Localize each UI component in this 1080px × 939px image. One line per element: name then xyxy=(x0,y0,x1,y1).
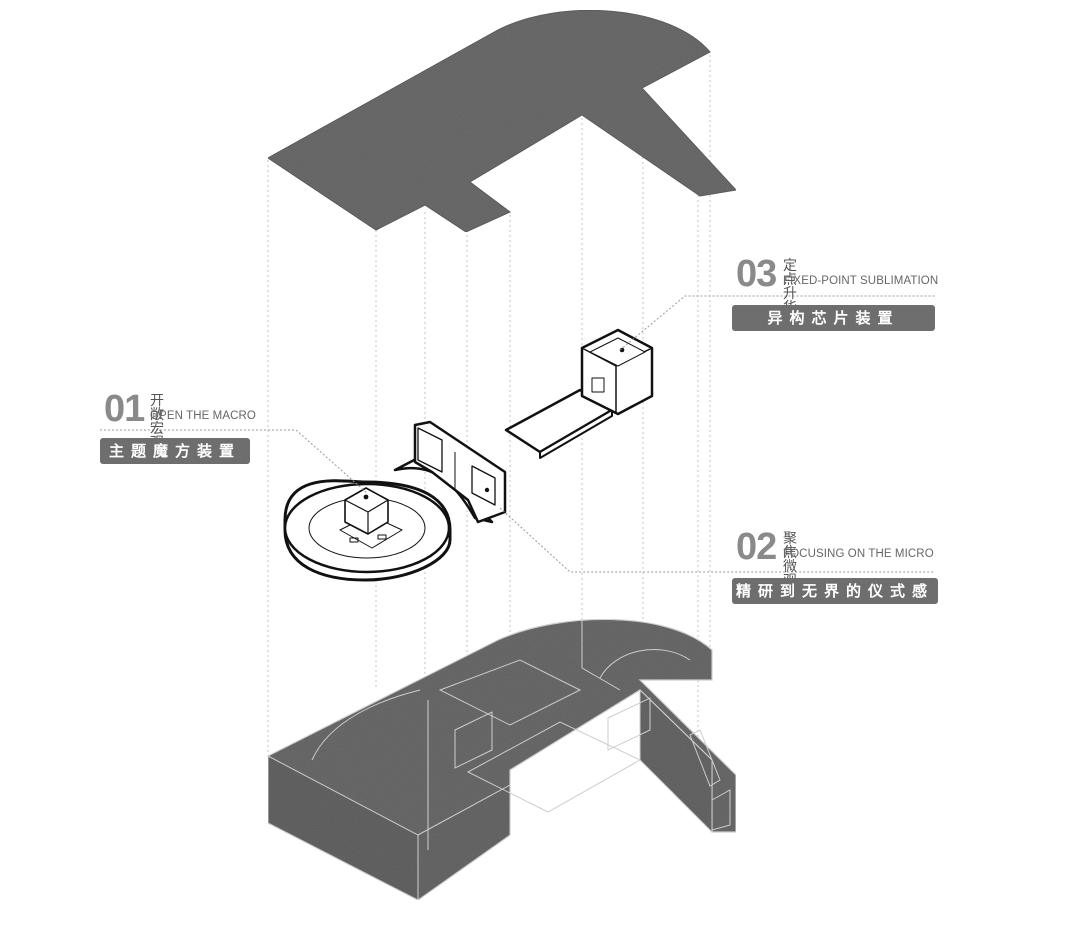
roof-slab xyxy=(267,9,737,233)
annotation-title-cn: 聚焦微观 xyxy=(783,531,797,588)
disc-platform xyxy=(283,479,452,582)
leader-lines xyxy=(100,295,935,573)
annotation-title-en: FIXED-POINT SUBLIMATION xyxy=(783,275,939,287)
annotation-number: 01 xyxy=(104,388,145,430)
annotation-title-cn: 定点升华 xyxy=(783,258,797,315)
annotation-number: 03 xyxy=(736,253,777,295)
annotation-tag: 主题魔方装置 xyxy=(100,438,250,464)
floor-plan-volume xyxy=(267,618,737,901)
annotation-tag: 精研到无界的仪式感 xyxy=(732,578,938,604)
annotation-number: 02 xyxy=(736,526,777,568)
curved-wall-unit xyxy=(393,420,507,524)
ramp-box-unit xyxy=(504,328,654,459)
annotation-tag: 异构芯片装置 xyxy=(732,305,935,331)
annotation-title-en: OPEN THE MACRO xyxy=(150,410,256,422)
annotation-title-en: FOCUSING ON THE MICRO xyxy=(783,548,934,560)
